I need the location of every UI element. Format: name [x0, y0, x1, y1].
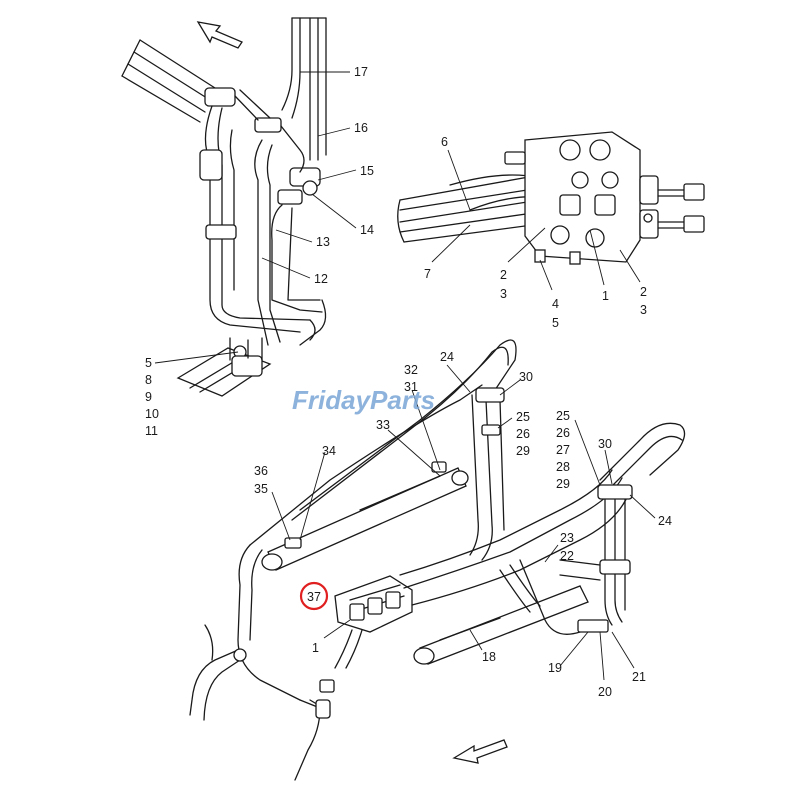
main-callouts: 24 32 31 30 25 26 29 33 34 36 35 25 26 2… [254, 350, 672, 699]
callout-30: 30 [598, 437, 612, 451]
callout-4: 4 [552, 297, 559, 311]
watermark-logo: FridayParts [292, 385, 435, 415]
callout-2: 2 [640, 285, 647, 299]
top-left-leaders [154, 71, 357, 364]
callout-3: 3 [640, 303, 647, 317]
callout-35: 35 [254, 482, 268, 496]
callout-34: 34 [322, 444, 336, 458]
callout-19: 19 [548, 661, 562, 675]
main-assembly [189, 339, 686, 781]
callout-1: 1 [602, 289, 609, 303]
callout-8: 8 [145, 373, 152, 387]
direction-arrow-icon [452, 739, 508, 764]
control-valve-leaders [431, 149, 641, 291]
callout-17: 17 [354, 65, 368, 79]
callout-26: 26 [556, 426, 570, 440]
callout-20: 20 [598, 685, 612, 699]
callout-24: 24 [440, 350, 454, 364]
callout-14: 14 [360, 223, 374, 237]
callout-22: 22 [560, 549, 574, 563]
main-leaders [271, 364, 656, 681]
callout-5: 5 [552, 316, 559, 330]
top-left-assembly [121, 17, 327, 397]
callout-6: 6 [441, 135, 448, 149]
callout-16: 16 [354, 121, 368, 135]
callout-2: 2 [500, 268, 507, 282]
direction-arrow-icon [196, 21, 243, 49]
callout-30: 30 [519, 370, 533, 384]
callout-32: 32 [404, 363, 418, 377]
callout-5: 5 [145, 356, 152, 370]
control-valve-callouts: 6 7 2 3 4 5 1 2 3 [424, 135, 647, 330]
callout-29: 29 [516, 444, 530, 458]
highlight-circle [299, 581, 329, 611]
control-valve-assembly [397, 131, 705, 265]
callout-1: 1 [312, 641, 319, 655]
callout-18: 18 [482, 650, 496, 664]
callout-21: 21 [632, 670, 646, 684]
callout-27: 27 [556, 443, 570, 457]
callout-12: 12 [314, 272, 328, 286]
top-left-callouts: 17 16 15 14 13 12 5 8 9 10 11 [145, 65, 374, 438]
callout-7: 7 [424, 267, 431, 281]
callout-10: 10 [145, 407, 159, 421]
callout-28: 28 [556, 460, 570, 474]
callout-36: 36 [254, 464, 268, 478]
callout-3: 3 [500, 287, 507, 301]
callout-25: 25 [516, 410, 530, 424]
callout-33: 33 [376, 418, 390, 432]
callout-26: 26 [516, 427, 530, 441]
callout-9: 9 [145, 390, 152, 404]
callout-23: 23 [560, 531, 574, 545]
callout-15: 15 [360, 164, 374, 178]
callout-31: 31 [404, 380, 418, 394]
callout-13: 13 [316, 235, 330, 249]
callout-11: 11 [145, 424, 158, 438]
callout-24: 24 [658, 514, 672, 528]
callout-25: 25 [556, 409, 570, 423]
callout-29: 29 [556, 477, 570, 491]
callout-37: 37 [307, 590, 321, 604]
